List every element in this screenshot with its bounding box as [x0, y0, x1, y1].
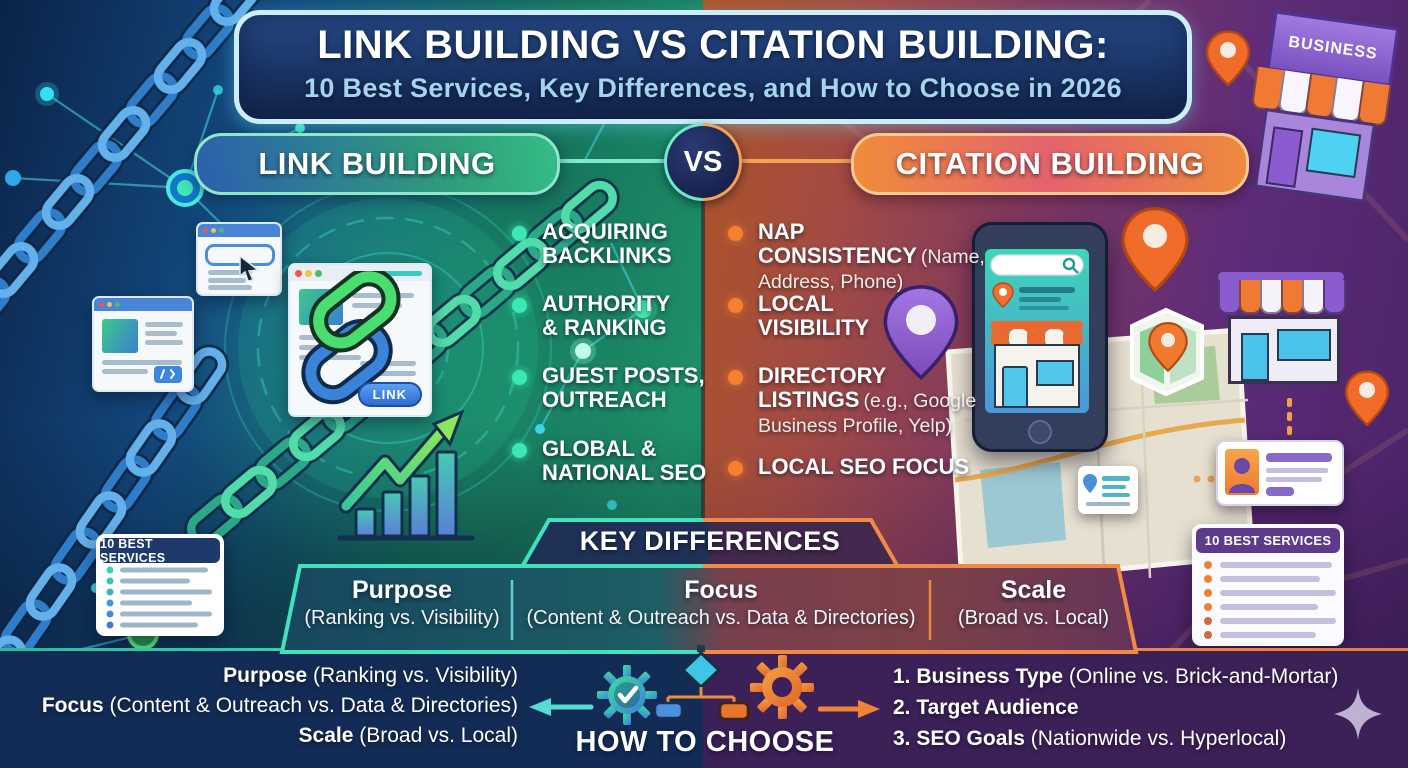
card-line: [1266, 477, 1322, 482]
citation-building-item: LOCAL VISIBILITY: [728, 291, 908, 341]
connector-line-right: [738, 159, 854, 163]
vs-badge: VS: [664, 123, 742, 201]
title-banner: LINK BUILDING VS CITATION BUILDING: 10 B…: [234, 10, 1192, 124]
summary-list-left: Purpose (Ranking vs. Visibility) Focus (…: [40, 661, 518, 751]
browser-titlebar: [94, 298, 192, 311]
citation-building-item: DIRECTORY LISTINGS(e.g., Google Business…: [728, 363, 990, 437]
connector-line-left: [552, 159, 670, 163]
criteria-row: 1. Business Type (Online vs. Brick-and-M…: [893, 665, 1339, 688]
avatar: [1225, 449, 1259, 495]
link-building-item: AUTHORITY & RANKING: [512, 291, 682, 340]
storefront-icon: [1218, 272, 1346, 384]
citation-building-item: LOCAL SEO FOCUS: [728, 454, 998, 479]
map-pin-icon: [1083, 474, 1097, 493]
browser-window-icon: [92, 296, 194, 392]
id-card-icon: [1216, 440, 1344, 506]
phone-home-button: [1028, 420, 1052, 444]
gear-icon: [750, 655, 814, 719]
map-pin-icon: [1121, 30, 1390, 427]
summary-row: Focus (Content & Outreach vs. Data & Dir…: [41, 694, 518, 717]
citation-building-item: NAP CONSISTENCY(Name, Address, Phone): [728, 219, 988, 293]
criteria-row: 2. Target Audience: [893, 696, 1079, 719]
listing-card-icon: [1078, 466, 1138, 514]
bullet-dot-icon: [728, 298, 743, 313]
services-card-right: 10 BEST SERVICES: [1192, 524, 1344, 646]
key-differences-shapes: [279, 518, 1139, 654]
services-list-lines: [1204, 561, 1336, 639]
browser-titlebar: [198, 224, 280, 237]
awning: [1218, 280, 1346, 314]
browser-window-icon: [196, 222, 282, 296]
key-differences-bar: [282, 566, 1136, 652]
sparkle-icon: [1334, 688, 1382, 740]
link-building-item: GLOBAL & NATIONAL SEO: [512, 436, 722, 485]
bullet-dot-icon: [728, 370, 743, 385]
link-chain-icon: [301, 271, 401, 405]
titlebar-accent: [360, 271, 422, 276]
summary-row: Purpose (Ranking vs. Visibility): [223, 664, 518, 687]
vs-label: VS: [667, 126, 739, 198]
summary-row: Scale (Broad vs. Local): [298, 724, 518, 747]
bullet-dot-icon: [728, 226, 743, 241]
door: [1241, 333, 1269, 381]
link-building-item: GUEST POSTS, OUTREACH: [512, 363, 732, 412]
store-body: [1228, 316, 1340, 384]
link-button: LINK: [357, 382, 422, 407]
kd-column-focus: Focus (Content & Outreach vs. Data & Dir…: [526, 576, 916, 629]
storefront-icon: [991, 321, 1083, 408]
browser-window-icon: LINK: [288, 263, 432, 417]
bullet-dot-icon: [512, 298, 527, 313]
page-subtitle: 10 Best Services, Key Differences, and H…: [304, 73, 1122, 103]
store-body: [1253, 107, 1376, 203]
cursor-icon: [239, 254, 260, 282]
window: [1305, 127, 1362, 179]
phone-icon: [972, 222, 1108, 452]
arrow-left-icon: [529, 698, 594, 716]
flowchart-icon: [653, 645, 750, 721]
card-line: [1266, 468, 1328, 473]
arrow-right-icon: [818, 700, 880, 718]
center-divider: [701, 118, 705, 651]
business-storefront-icon: BUSINESS: [1238, 5, 1408, 206]
card-pill: [1266, 487, 1294, 496]
bullet-dot-icon: [728, 461, 743, 476]
door: [1265, 126, 1304, 188]
phone-screen: [985, 249, 1089, 413]
services-list-lines: [106, 566, 212, 629]
search-icon: [1062, 257, 1079, 274]
link-building-header: LINK BUILDING: [194, 133, 560, 195]
map-pin-icon: [883, 285, 959, 380]
citation-building-header: CITATION BUILDING: [851, 133, 1249, 195]
kd-column-scale: Scale (Broad vs. Local): [957, 576, 1110, 629]
services-card-left: 10 BEST SERVICES: [96, 534, 224, 636]
link-building-item: ACQUIRING BACKLINKS: [512, 219, 717, 268]
criteria-list: 1. Business Type (Online vs. Brick-and-M…: [893, 661, 1373, 754]
bullet-dot-icon: [512, 226, 527, 241]
card-line: [1266, 453, 1332, 462]
key-differences-title: KEY DIFFERENCES: [579, 526, 841, 556]
map-pin-icon: [992, 282, 1014, 309]
growth-chart-icon: [337, 409, 475, 541]
code-button: [154, 366, 182, 383]
key-differences-tab: [522, 520, 898, 567]
bullet-dot-icon: [512, 370, 527, 385]
window: [1277, 329, 1331, 361]
bullet-dot-icon: [512, 443, 527, 458]
awning-bar: [1218, 272, 1344, 282]
how-to-choose-label: HOW TO CHOOSE: [575, 726, 835, 758]
services-card-header: 10 BEST SERVICES: [1196, 528, 1340, 553]
page-title: LINK BUILDING VS CITATION BUILDING:: [317, 23, 1109, 67]
kd-column-purpose: Purpose (Ranking vs. Visibility): [304, 576, 500, 629]
services-card-header: 10 BEST SERVICES: [100, 537, 220, 565]
gear-check-icon: [597, 665, 657, 725]
criteria-row: 3. SEO Goals (Nationwide vs. Hyperlocal): [893, 727, 1287, 750]
